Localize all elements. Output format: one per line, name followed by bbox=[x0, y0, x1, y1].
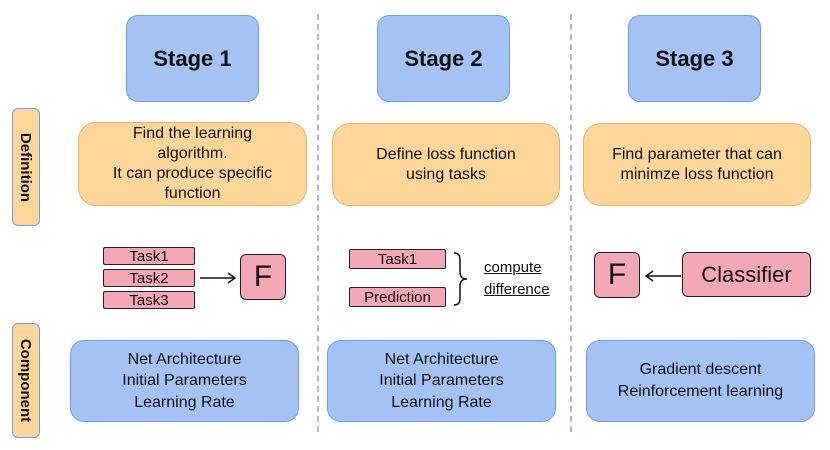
stage-1-task-3: Task3 bbox=[103, 291, 195, 309]
classifier-box: Classifier bbox=[682, 252, 811, 297]
definition-side-label: Definition bbox=[12, 108, 40, 226]
stage-1-definition: Find the learning algorithm. It can prod… bbox=[78, 122, 307, 206]
divider-2 bbox=[570, 14, 572, 432]
stage-2-component: Net Architecture Initial Parameters Lear… bbox=[327, 340, 556, 422]
stage-1-header: Stage 1 bbox=[126, 15, 259, 102]
definition-side-label-text: Definition bbox=[17, 132, 35, 202]
stage-1-task-1: Task1 bbox=[103, 247, 195, 265]
stage-1-arrow-icon bbox=[200, 272, 237, 284]
stage-1-task-2: Task2 bbox=[103, 269, 195, 287]
stage-2-header: Stage 2 bbox=[377, 15, 510, 102]
stage-3-header: Stage 3 bbox=[628, 15, 761, 102]
stage-3-component: Gradient descent Reinforcement learning bbox=[586, 340, 815, 422]
stage-3-definition: Find parameter that can minimze loss fun… bbox=[583, 123, 811, 206]
stage-3-arrow-icon bbox=[644, 270, 681, 282]
stage-1-component: Net Architecture Initial Parameters Lear… bbox=[70, 340, 299, 422]
compare-brace-icon bbox=[453, 252, 468, 306]
component-side-label-text: Component bbox=[17, 338, 35, 423]
stage-3-function-box: F bbox=[594, 252, 640, 298]
component-side-label: Component bbox=[12, 323, 40, 438]
stage-2-task-box: Task1 bbox=[349, 249, 446, 269]
stage-2-definition: Define loss function using tasks bbox=[332, 123, 560, 206]
difference-label: difference bbox=[484, 281, 550, 298]
stage-1-function-box: F bbox=[240, 254, 286, 300]
compute-label: compute bbox=[484, 259, 542, 276]
divider-1 bbox=[317, 14, 319, 432]
stage-2-prediction-box: Prediction bbox=[349, 287, 446, 307]
